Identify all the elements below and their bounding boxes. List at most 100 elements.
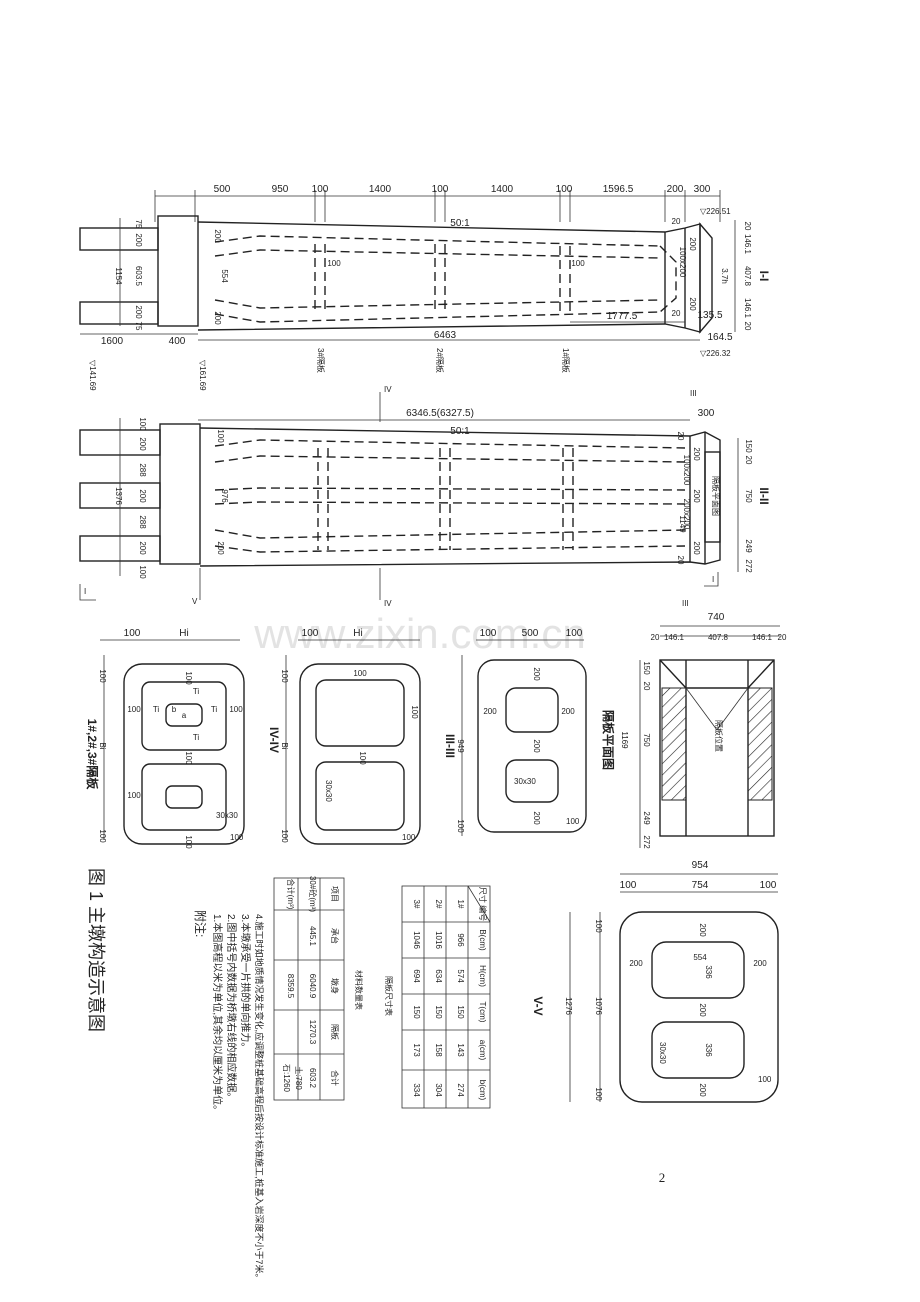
dim-135: 135.5 <box>697 310 722 321</box>
dim-overall: 6463 <box>434 330 457 341</box>
dim-bottom-0: 1600 <box>101 336 124 347</box>
mid-right-4: 272 <box>744 559 753 573</box>
s4-chamfer-1: 100 <box>402 833 416 842</box>
table-partition-title: 隔板尺寸表 <box>384 976 394 1016</box>
mid-right-2: 750 <box>744 489 753 503</box>
tp-r1c0: 2# <box>434 900 443 909</box>
s5-in-1: 554 <box>693 953 707 962</box>
s3-chamfer-0: 30x30 <box>514 777 536 786</box>
tm-h2: 墩身 <box>330 978 340 994</box>
tm-extra-0: 土:780 <box>294 1066 304 1090</box>
s123-chamfer-1: 100 <box>230 833 244 842</box>
marker-I-left: I <box>84 587 86 596</box>
dim-inner-1: 554 <box>220 269 229 283</box>
s5-in-3: 200 <box>753 959 767 968</box>
s123-in-7: Ti <box>211 705 218 714</box>
s123-in-a: a <box>182 711 187 720</box>
section-123: 100 Hi 100 Bi 100 100 100 100 100 100 10… <box>85 628 245 849</box>
s5-top-0: 100 <box>620 880 637 891</box>
plan-top-2: 407.8 <box>708 633 729 642</box>
s4-side-0: 100 <box>280 669 289 683</box>
dim-right-inner-0: 200 <box>688 237 697 251</box>
s4-top-0: 100 <box>302 628 319 639</box>
tp-h3: T(cm) <box>478 1002 487 1023</box>
inner-mark-1: 100 <box>571 259 585 268</box>
watermark: www.zixin.com.cn <box>253 610 585 657</box>
tp-r0c0: 1# <box>456 900 465 909</box>
plan-side-0: 150 <box>642 661 651 675</box>
plan-side-4: 272 <box>642 835 651 849</box>
tp-r2c4: 173 <box>412 1043 421 1057</box>
s3-in-2: 200 <box>561 707 575 716</box>
elev-top: ▽226.51 <box>700 207 731 216</box>
mid-right-inner-1: 200 <box>692 447 701 461</box>
dim-right-2: 407.8 <box>743 266 752 287</box>
s5-side-1: 1276 <box>564 997 573 1015</box>
s5-top-total: 954 <box>692 860 709 871</box>
elev-mid: 6346.5(6327.5) 300 IV III 隔板平面图 50:1 100… <box>79 385 771 608</box>
slope-label-top: 50:1 <box>450 218 470 229</box>
dim-left-3: 200 <box>134 305 143 319</box>
section-5: 954 100 754 100 100 1276 100 1076 200 55… <box>531 860 779 1103</box>
plan-top-3: 146.1 <box>752 633 773 642</box>
dim-bottom-1: 400 <box>169 336 186 347</box>
s4-side-1: Bi <box>280 742 289 749</box>
plan-side-total: 1169 <box>620 731 629 749</box>
section-plan: 740 20 146.1 407.8 146.1 20 隔板位置 150 20 … <box>601 612 787 849</box>
right-label-0: 100x200 <box>678 247 687 278</box>
dim-right-inner-2: 20 <box>672 217 681 226</box>
mid-right-label-1: 200x200 <box>682 499 691 530</box>
section-3: 100 500 100 949 100 200 200 200 200 200 … <box>443 628 587 836</box>
mid-overall: 6346.5(6327.5) <box>406 408 474 419</box>
tp-r0c4: 143 <box>456 1043 465 1057</box>
s5-side-0: 100 <box>594 919 603 933</box>
tm-h3: 隔板 <box>330 1024 340 1040</box>
dim-left-4: 75 <box>134 322 143 331</box>
plan-top-1: 146.1 <box>664 633 685 642</box>
tm-h1: 承台 <box>330 928 340 944</box>
dim-top-7: 1596.5 <box>603 184 634 195</box>
note-2: 2.图中括号内数据为桥墩右线的相应数据。 <box>225 914 238 1102</box>
inner-mark-0: 100 <box>327 259 341 268</box>
s123-in-3: 100 <box>184 751 193 765</box>
s4-in-2: 100 <box>358 751 367 765</box>
s5-top-2: 100 <box>760 880 777 891</box>
mid-left-4: 288 <box>138 515 147 529</box>
dim-top-4: 100 <box>432 184 449 195</box>
mid-inner-2: 200 <box>216 541 225 555</box>
s3-in-1: 200 <box>483 707 497 716</box>
s123-in-6: Ti <box>153 705 160 714</box>
tm-r1c1: 8359.5 <box>286 974 295 999</box>
right-label-1: 3.7h <box>720 268 729 284</box>
s5-label: V-V <box>531 996 545 1015</box>
note-4: 4.施工时如地质情况发生变化,应调整桩基础高程后按设计标准施工,桩基入岩深度不小… <box>254 914 265 1283</box>
s3-in-3: 200 <box>532 739 541 753</box>
tm-r1c0: 合计(m³) <box>286 879 296 910</box>
mid-right-label-0: 100x200 <box>682 455 691 486</box>
s5-chamfer-0: 30x30 <box>658 1042 667 1064</box>
tp-r1c2: 634 <box>434 969 443 983</box>
s3-top-1: 500 <box>522 628 539 639</box>
tm-r0c1: 445.1 <box>308 926 317 947</box>
s4-top-1: Hi <box>353 628 362 639</box>
tp-r2c2: 694 <box>412 969 421 983</box>
plan-side-3: 249 <box>642 811 651 825</box>
mid-right-inner-5: 1149 <box>678 515 687 533</box>
tp-r0c1: 966 <box>456 933 465 947</box>
s123-side-2: 100 <box>98 829 107 843</box>
s5-in-5: 200 <box>698 1003 707 1017</box>
mid-right-top: 300 <box>698 408 715 419</box>
notes-heading: 附注: <box>193 910 208 937</box>
dim-right-4: 20 <box>743 322 752 331</box>
mid-right-inner-3: 200 <box>692 541 701 555</box>
tp-h0: 尺寸 编号 <box>478 887 488 921</box>
tm-extra-1: 石:1260 <box>282 1064 291 1093</box>
mid-right-inner-2: 200 <box>692 489 701 503</box>
tm-r0c2: 6040.9 <box>308 974 317 999</box>
s4-label: IV-IV <box>267 727 281 753</box>
s3-side-1: 100 <box>456 819 465 833</box>
dim-top-9: 300 <box>694 184 711 195</box>
slope-label-mid: 50:1 <box>450 426 470 437</box>
dim-right-3: 146.1 <box>743 298 752 319</box>
